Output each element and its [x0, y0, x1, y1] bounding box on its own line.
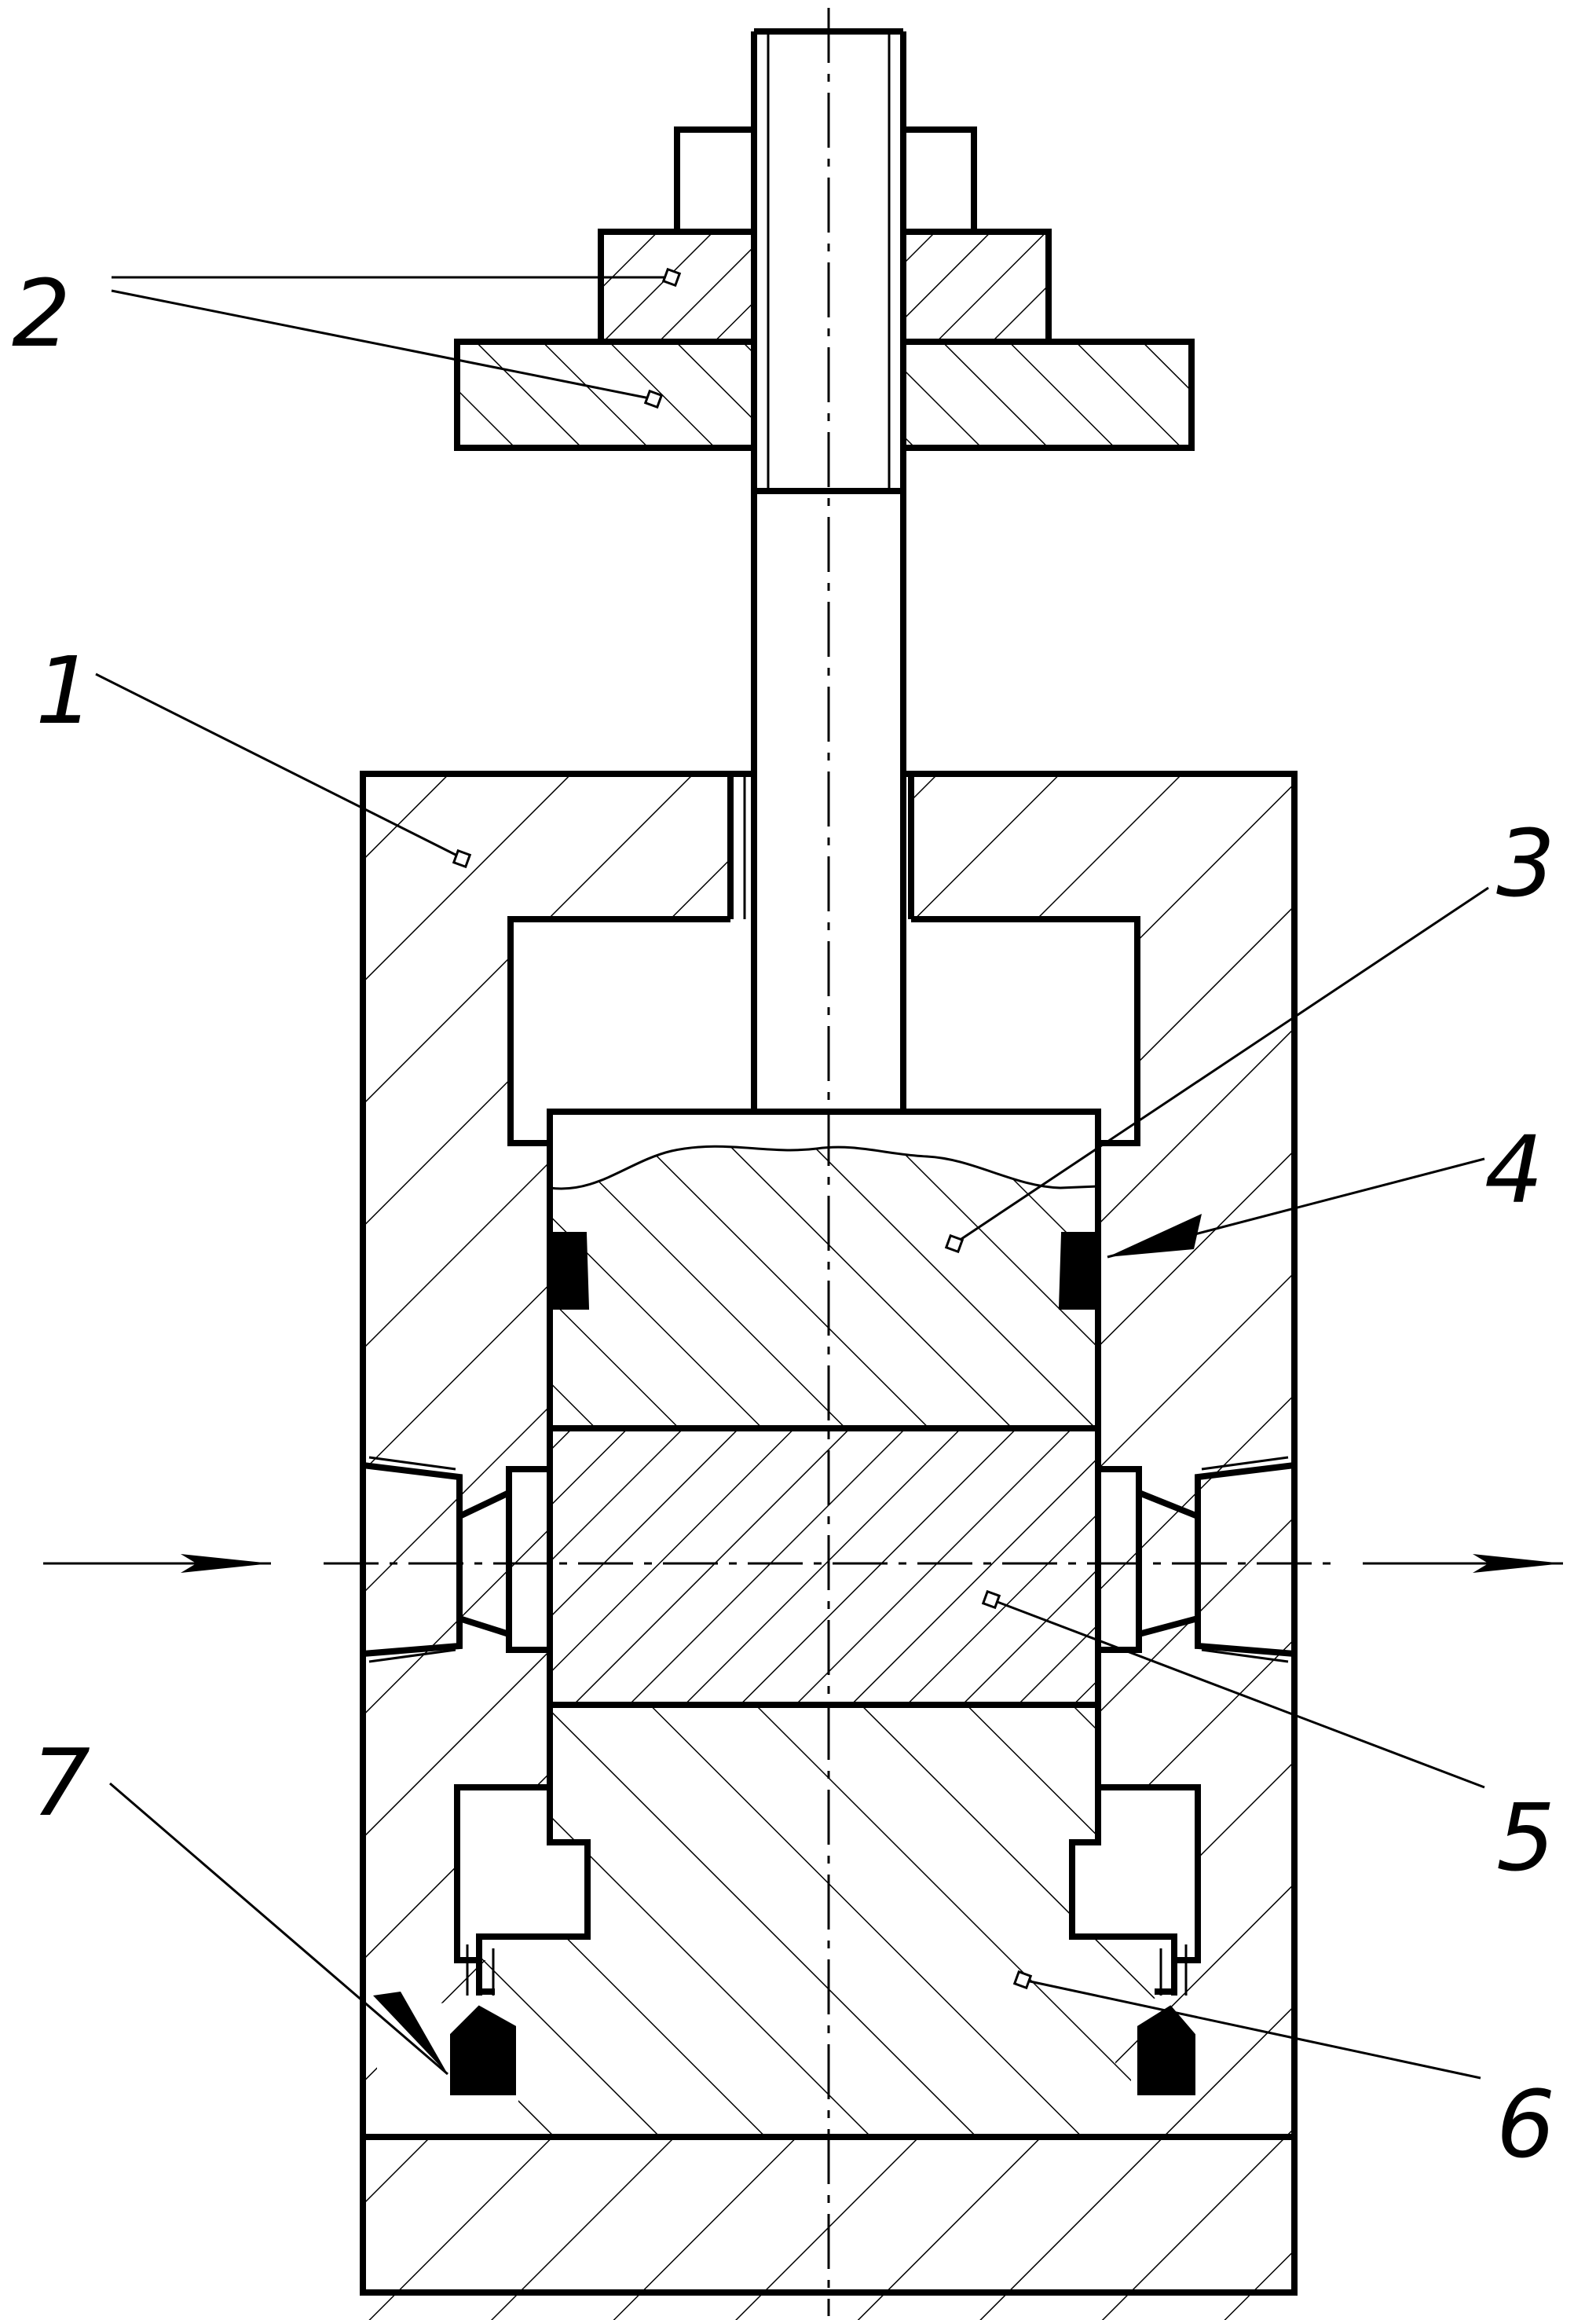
label-1: 1: [35, 636, 94, 745]
label-group-2: 2: [12, 259, 682, 409]
flow-arrow-out: [1363, 1554, 1563, 1573]
flow-arrow-in: [43, 1554, 271, 1573]
label-group-7: 7: [31, 1728, 448, 2076]
label-group-5: 5: [981, 1589, 1555, 1892]
label-7: 7: [31, 1728, 90, 1837]
upper-plunger: [547, 1109, 1101, 1431]
label-group-3: 3: [944, 809, 1555, 1254]
label-3: 3: [1496, 809, 1555, 918]
label-4: 4: [1484, 1116, 1543, 1224]
upper-seal-right: [1058, 1232, 1096, 1310]
label-group-4: 4: [1107, 1116, 1543, 1259]
lower-plunger: [476, 1705, 1177, 2137]
label-5: 5: [1496, 1783, 1555, 1892]
label-2: 2: [12, 259, 71, 368]
sample: [547, 1425, 1101, 1708]
lower-seal-right: [1137, 2005, 1195, 2095]
upper-seal-left: [552, 1232, 590, 1310]
label-group-1: 1: [35, 636, 472, 869]
label-group-6: 6: [1012, 1970, 1555, 2179]
axis-lines: [324, 8, 1335, 2316]
label-6: 6: [1496, 2070, 1555, 2179]
lower-seal-left: [450, 2005, 516, 2095]
